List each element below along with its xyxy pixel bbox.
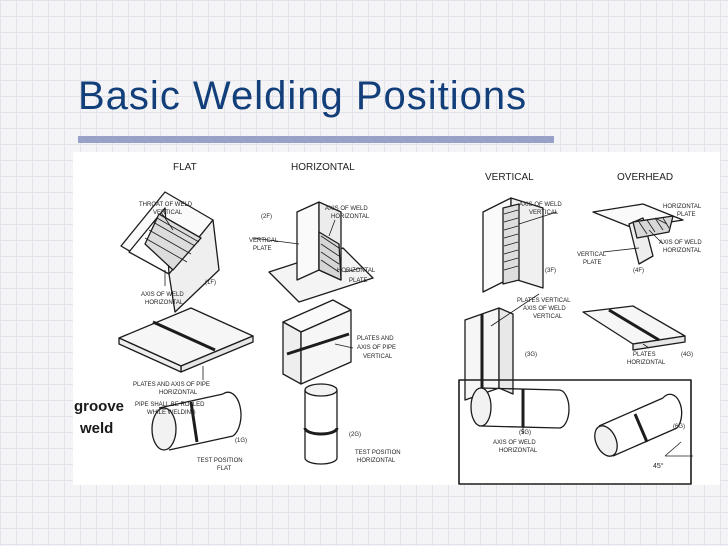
horizontal-fillet-vertical-plate-line2: PLATE [253,246,272,252]
horizontal-fillet-axis-line2: HORIZONTAL [331,214,370,220]
flat-groove-test-position-line1: TEST POSITION [197,458,243,464]
vertical-groove-plates-line2: AXIS OF WELD [523,306,566,312]
vertical-groove-plates-line3: VERTICAL [533,314,563,320]
pipe-6g-code: (6G) [673,424,685,430]
horizontal-fillet-code: (2F) [261,214,272,220]
col-heading-horizontal: HORIZONTAL [291,162,355,173]
overhead-fillet-horizontal-plate-line1: HORIZONTAL [663,204,702,210]
flat-fillet-drawing [120,191,220,313]
pipe-5g-code: (5G) [519,430,531,436]
flat-groove-plates-line1: PLATES AND AXIS OF PIPE [133,382,210,388]
overhead-fillet-vertical-plate-line1: VERTICAL [577,252,607,258]
vertical-groove-plate-drawing [464,307,514,401]
flat-groove-pipe-rolled-line2: WHILE WELDING [147,410,196,416]
col-heading-flat: FLAT [173,162,197,173]
vertical-groove-plates-line1: PLATES VERTICAL [517,298,571,304]
col-heading-overhead: OVERHEAD [617,172,673,183]
flat-fillet-code: (1F) [205,280,216,286]
horizontal-groove-code: (2G) [349,432,361,438]
horizontal-groove-plates-line2: AXIS OF PIPE [357,345,396,351]
pipe-6g-angle: 45° [653,462,664,470]
overhead-groove-plates-line2: HORIZONTAL [627,360,666,366]
horizontal-fillet-horizontal-plate-line2: PLATE [349,278,368,284]
flat-groove-plate-drawing [118,307,254,373]
vertical-fillet-drawing [482,197,544,293]
pipe-5g-axis-line1: AXIS OF WELD [493,440,536,446]
overhead-fillet-axis-line2: HORIZONTAL [663,248,702,254]
horizontal-fillet-vertical-plate-line1: VERTICAL [249,238,279,244]
vertical-groove-code: (3G) [525,352,537,358]
flat-groove-pipe-rolled-line1: PIPE SHALL BE ROLLED [135,402,205,408]
pipe-1g-drawing [151,391,242,451]
horizontal-groove-plates-line3: VERTICAL [363,354,393,360]
welding-positions-diagram: FLAT HORIZONTAL VERTICAL OVERHEAD THROAT… [73,152,720,485]
col-heading-vertical: VERTICAL [485,172,534,183]
overhead-fillet-vertical-plate-line2: PLATE [583,260,602,266]
overhead-fillet-axis-line1: AXIS OF WELD [659,240,702,246]
overhead-fillet-horizontal-plate-line2: PLATE [677,212,696,218]
overhead-groove-code: (4G) [681,352,693,358]
welding-diagram-svg: FLAT HORIZONTAL VERTICAL OVERHEAD THROAT… [118,162,702,485]
horizontal-fillet-drawing [268,201,374,303]
horizontal-fillet-axis-line1: AXIS OF WELD [325,206,368,212]
pipe-5g-6g-box [458,379,693,485]
pipe-5g-axis-line2: HORIZONTAL [499,448,538,454]
flat-fillet-axis-line1: AXIS OF WELD [141,292,184,298]
pipe-2g-drawing [303,383,339,465]
leader-lines [160,211,668,434]
flat-groove-code: (1G) [235,438,247,444]
horizontal-groove-plates-line1: PLATES AND [357,336,394,342]
horizontal-fillet-horizontal-plate-line1: HORIZONTAL [337,268,376,274]
vertical-fillet-axis-line2: VERTICAL [529,210,559,216]
overhead-groove-plates-line1: PLATES [633,352,656,358]
flat-fillet-axis-line2: HORIZONTAL [145,300,184,306]
flat-groove-plates-line2: HORIZONTAL [159,390,198,396]
vertical-fillet-code: (3F) [545,268,556,274]
title-underline [78,136,554,143]
row-label-groove-weld: groove weld [74,396,124,440]
flat-fillet-throat-line2: VERTICAL [153,210,183,216]
overhead-groove-plate-drawing [582,305,686,351]
flat-fillet-throat-line1: THROAT OF WELD [139,202,193,208]
overhead-fillet-drawing [592,203,684,265]
vertical-fillet-axis-line1: AXIS OF WELD [519,202,562,208]
row-label-groove-line1: groove [74,398,125,415]
horizontal-groove-test-position-line2: HORIZONTAL [357,458,396,464]
flat-groove-test-position-line2: FLAT [217,466,232,472]
horizontal-groove-plate-drawing [282,299,352,385]
row-label-groove-line2: weld [80,420,114,437]
overhead-fillet-code: (4F) [633,268,644,274]
horizontal-groove-test-position-line1: TEST POSITION [355,450,401,456]
slide-title: Basic Welding Positions [78,74,528,118]
